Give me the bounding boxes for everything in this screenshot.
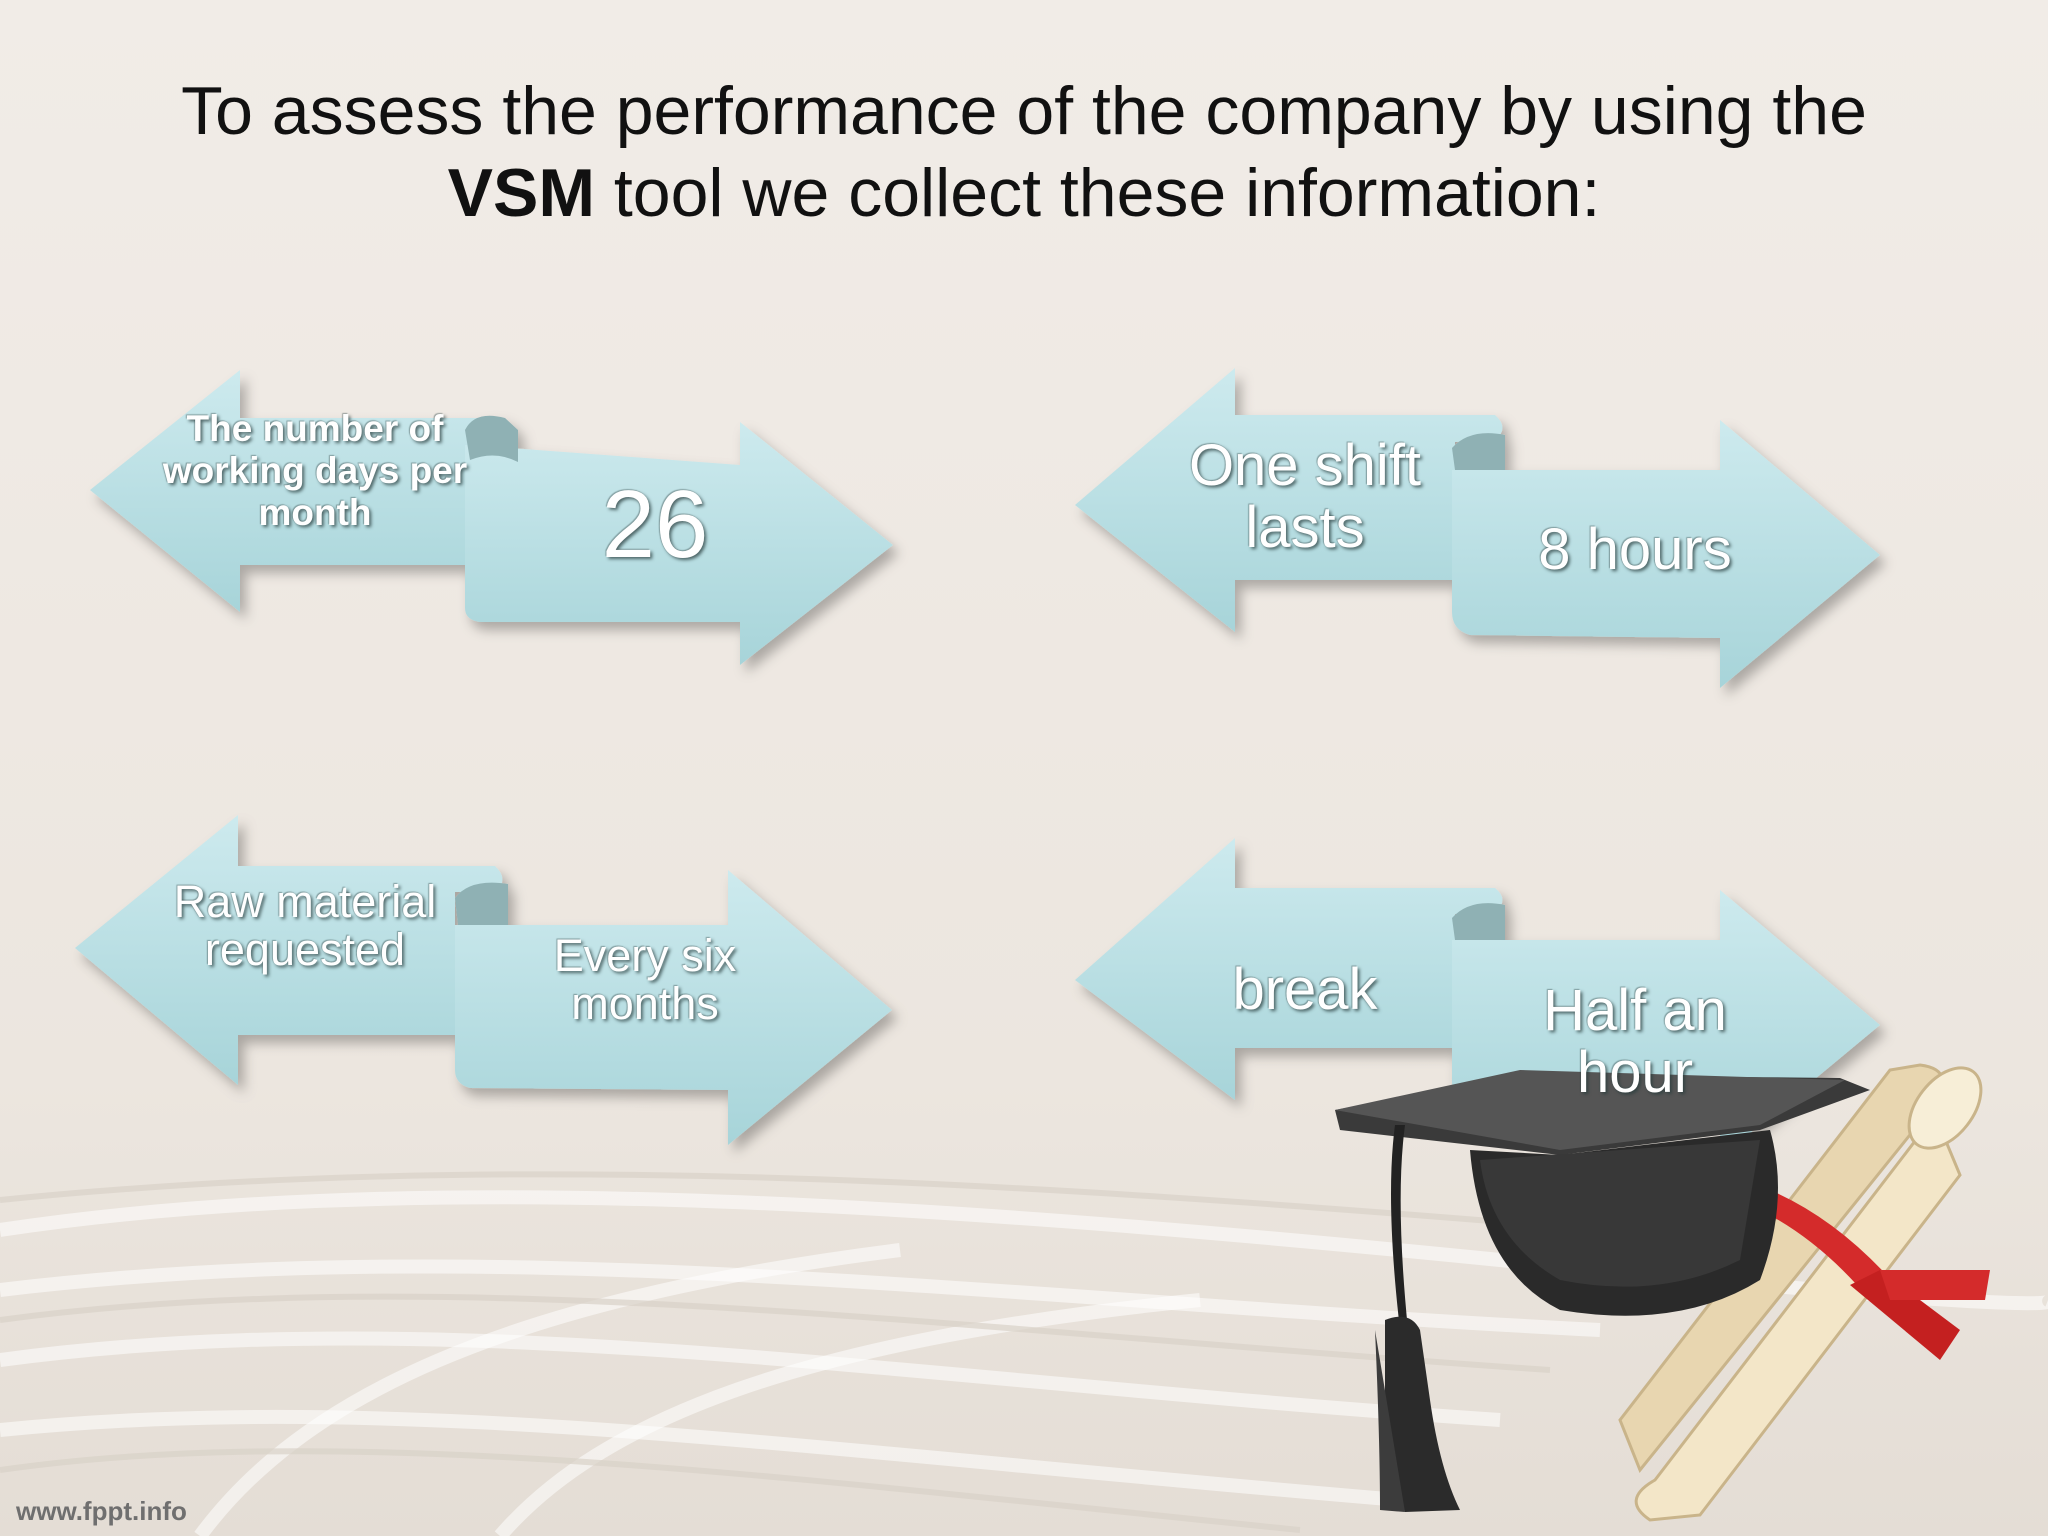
arrow-label-working-days: The number of working days per month <box>150 408 480 534</box>
shift-value: 8 hours <box>1538 517 1732 582</box>
arrow-value-working-days: 26 <box>535 470 775 580</box>
title-line-1: To assess the performance of the company… <box>181 73 1867 149</box>
diploma-scroll-icon <box>1618 1063 1990 1522</box>
arrow-label-raw-material: Raw material requested <box>155 878 455 974</box>
raw-material-text: Raw material requested <box>173 876 437 975</box>
arrow-value-break: Half an hour <box>1510 980 1760 1104</box>
double-arrow-raw-material <box>75 815 892 1145</box>
graduation-cap-icon <box>1335 1063 1990 1522</box>
title-line-2: VSM tool we collect these information: <box>120 152 1928 234</box>
break-text: break <box>1232 957 1378 1022</box>
working-days-text: The number of working days per month <box>162 408 468 533</box>
title-bold-term: VSM <box>447 155 595 231</box>
raw-material-value: Every six months <box>553 930 737 1029</box>
arrow-label-shift: One shift lasts <box>1150 435 1460 559</box>
shift-text: One shift lasts <box>1188 433 1422 560</box>
working-days-value: 26 <box>601 471 709 578</box>
double-arrow-shift <box>1075 368 1880 688</box>
arrow-value-shift: 8 hours <box>1500 515 1770 585</box>
footer-url: www.fppt.info <box>16 1496 187 1526</box>
arrow-value-raw-material: Every six months <box>525 932 765 1028</box>
title-line-2-rest: tool we collect these information: <box>594 155 1601 231</box>
double-arrow-working-days <box>90 370 893 665</box>
slide-title: To assess the performance of the company… <box>120 70 1928 234</box>
arrow-label-break: break <box>1180 955 1430 1025</box>
break-value: Half an hour <box>1543 978 1727 1105</box>
